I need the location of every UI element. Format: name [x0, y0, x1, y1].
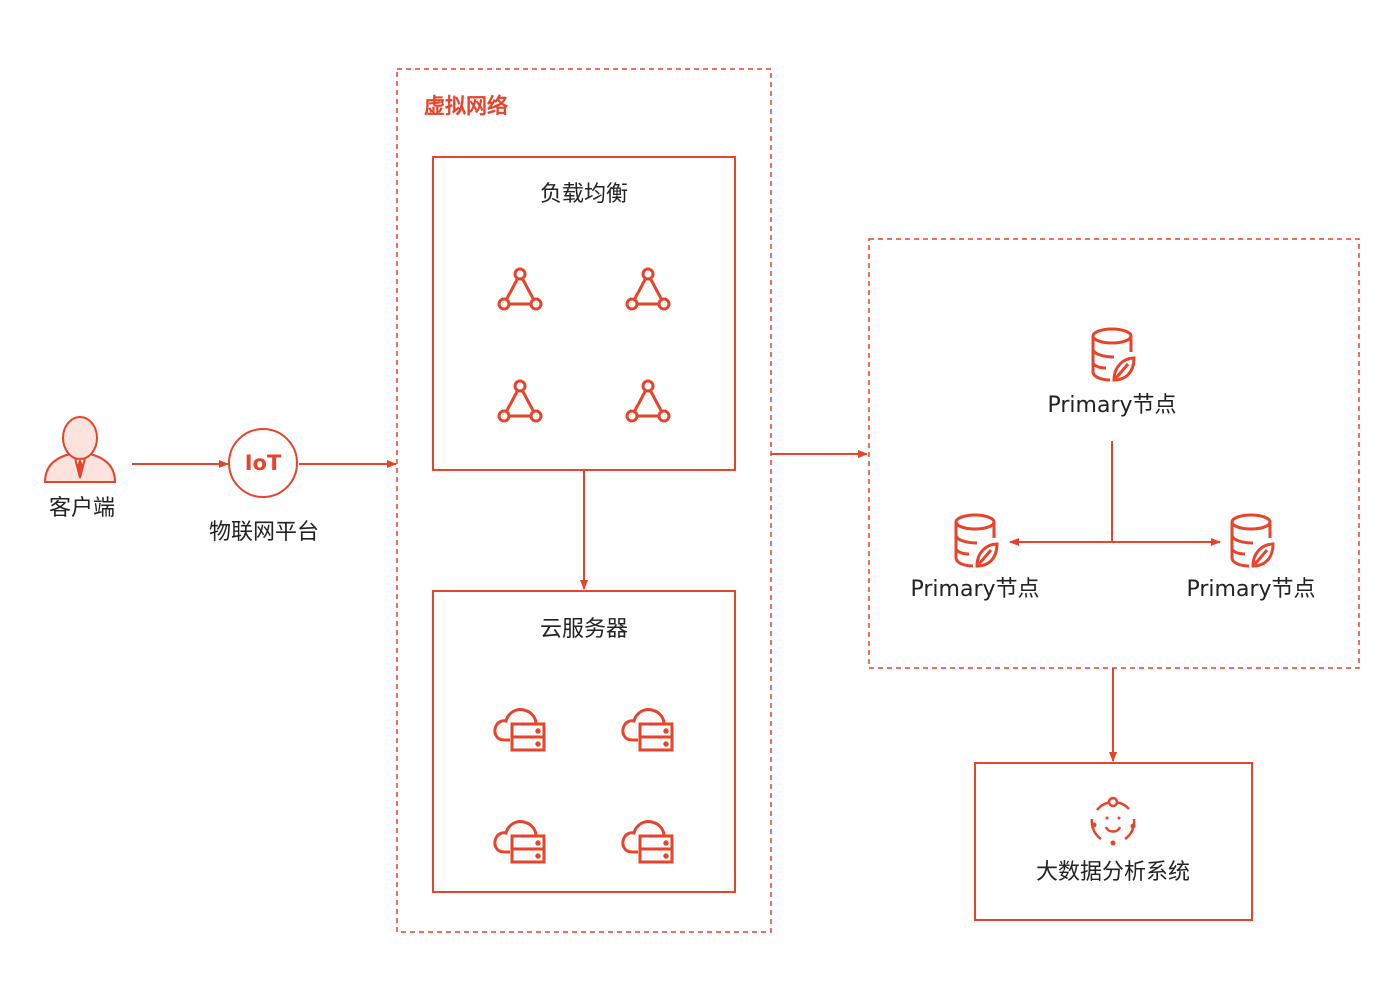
primary-node-label-right: Primary节点	[1186, 577, 1316, 602]
cloud-servers-box	[432, 590, 736, 893]
cloud-server-icon	[493, 708, 546, 752]
database-icon	[1091, 327, 1136, 382]
analytics-label: 大数据分析系统	[1035, 860, 1191, 885]
db-cluster-boundary	[868, 238, 1360, 669]
client-label: 客户端	[48, 496, 116, 521]
vnet-boundary	[396, 68, 772, 933]
primary-node-label-left: Primary节点	[910, 577, 1040, 602]
database-icon	[954, 513, 999, 568]
analytics-icon	[1090, 796, 1136, 846]
cloud-server-icon	[621, 820, 674, 864]
load-balancer-box	[432, 156, 736, 471]
cloud-servers-title: 云服务器	[539, 617, 629, 642]
load-balancer-title: 负载均衡	[539, 182, 629, 207]
primary-node-label-top: Primary节点	[1047, 393, 1177, 418]
iot-platform-label: 物联网平台	[208, 520, 320, 545]
load-balancer-icon	[625, 267, 671, 311]
load-balancer-icon	[497, 379, 543, 423]
cloud-server-icon	[493, 820, 546, 864]
database-icon	[1230, 513, 1275, 568]
iot-badge-text: IoT	[244, 451, 282, 475]
iot-circle	[228, 428, 298, 498]
load-balancer-icon	[625, 379, 671, 423]
cloud-server-icon	[621, 708, 674, 752]
vnet-title: 虚拟网络	[424, 94, 508, 118]
load-balancer-icon	[497, 267, 543, 311]
user-icon	[43, 416, 117, 483]
